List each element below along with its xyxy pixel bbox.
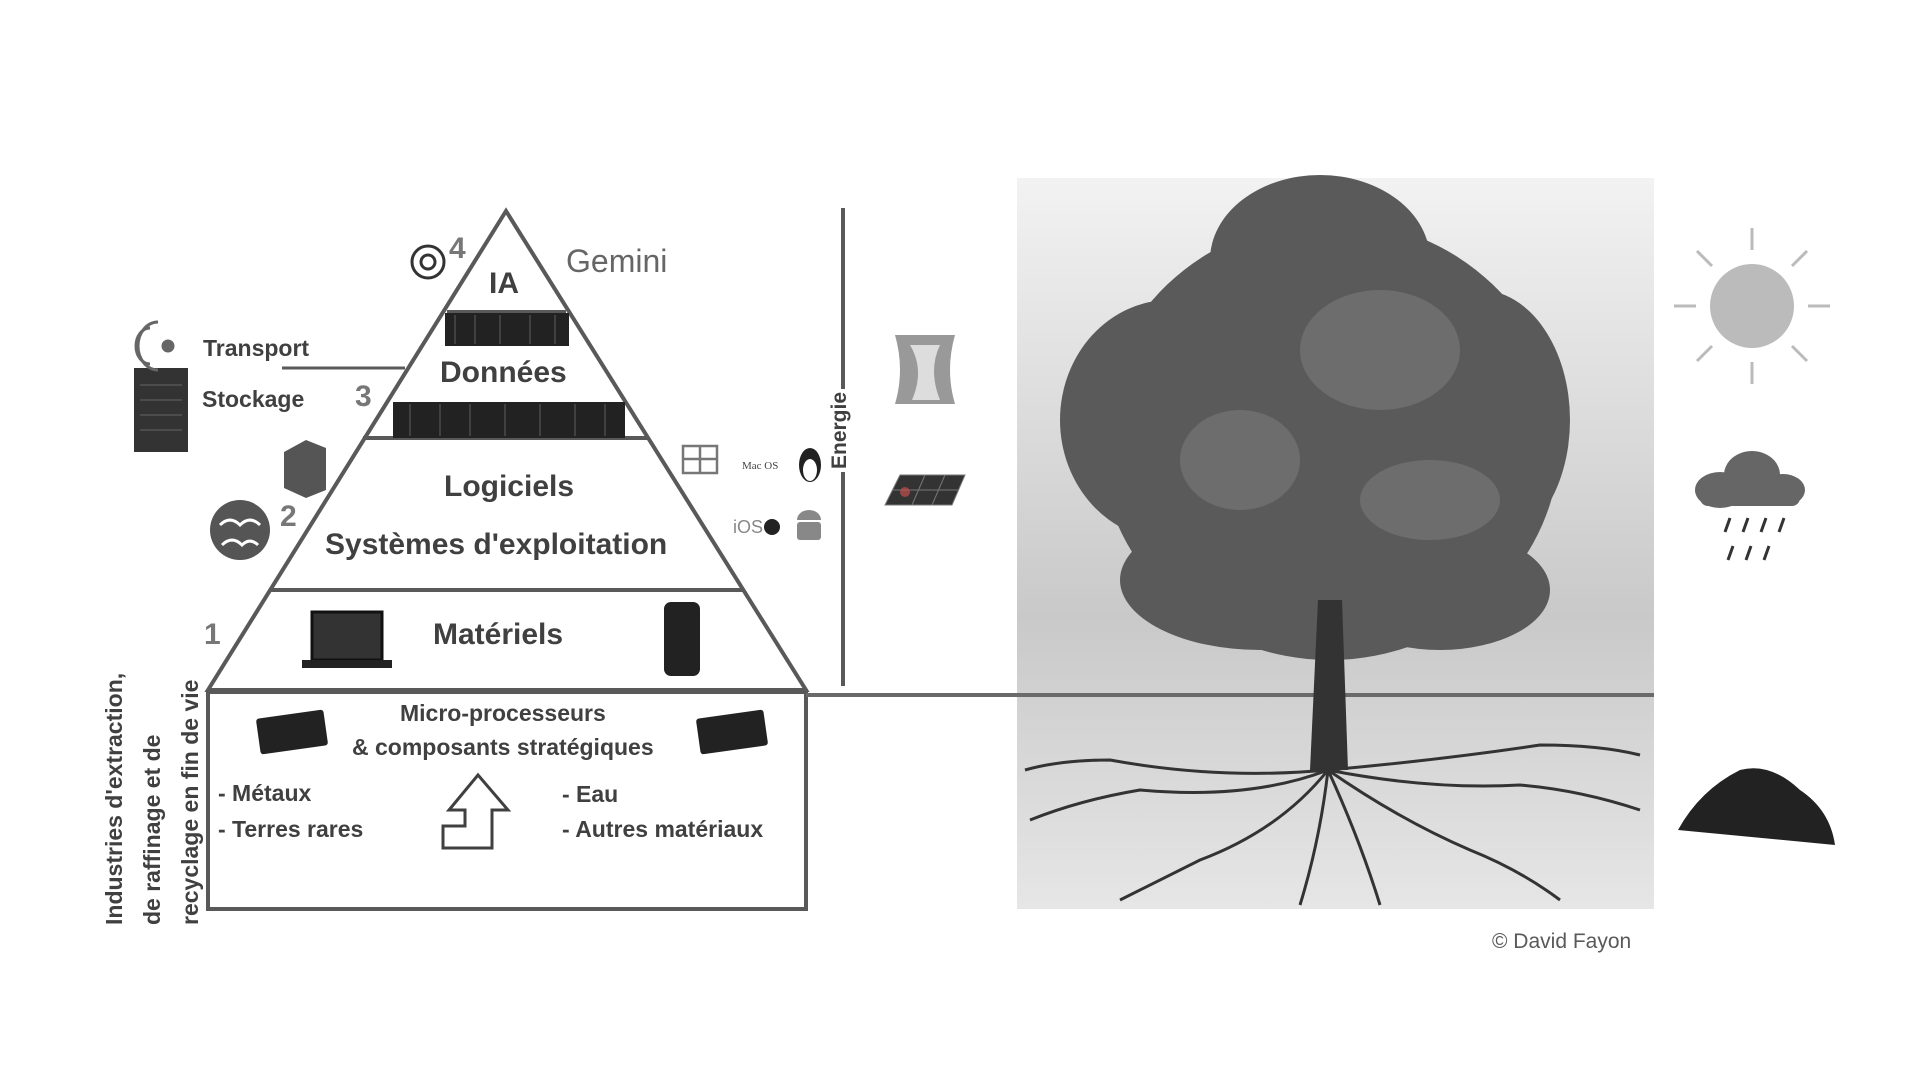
chip-icon-right (696, 709, 768, 755)
base-item-other-materials: - Autres matériaux (562, 816, 764, 842)
sun-icon (1674, 228, 1830, 384)
apple-icon (764, 519, 780, 535)
ios-label: iOS (733, 517, 764, 537)
level-label-ia: IA (489, 267, 519, 300)
openai-icon (410, 244, 446, 280)
base-item-rare-earths: - Terres rares (218, 816, 364, 842)
linux-icon (799, 448, 821, 482)
tree-trunk (1310, 600, 1348, 770)
chip-icon-left (256, 709, 328, 755)
tree-roots (1024, 743, 1641, 906)
level-label-hardware: Matériels (433, 618, 564, 651)
network-signal-icon (134, 320, 175, 372)
arrow-up-icon (441, 772, 512, 850)
level-number-2: 2 (280, 500, 297, 533)
data-strip-top (445, 313, 569, 346)
windows-icon (681, 444, 719, 475)
level-label-data: Données (440, 356, 567, 389)
base-item-metals: - Métaux (218, 780, 312, 806)
gemini-logo: Gemini (566, 243, 668, 279)
level-label-os: Systèmes d'exploitation (325, 528, 668, 561)
copyright: © David Fayon (1492, 930, 1632, 953)
android-icon (797, 510, 821, 540)
industry-side-label: Industries d'extraction, de raffinage et… (95, 673, 209, 925)
server-icon (134, 368, 188, 452)
level-number-1: 1 (204, 618, 221, 651)
transport-label: Transport (203, 335, 310, 361)
openoffice-icon (210, 500, 270, 560)
macos-label: Mac OS (742, 460, 779, 472)
laptop-icon (302, 610, 392, 668)
side-label-line2: de raffinage et de (139, 734, 165, 925)
soil-icon (1678, 768, 1835, 845)
storage-label: Stockage (202, 386, 305, 412)
base-title-line1: Micro-processeurs (400, 700, 606, 726)
solar-panel-icon (884, 474, 966, 506)
side-label-line3: recyclage en fin de vie (177, 679, 203, 925)
office-icon (284, 440, 326, 498)
level-number-4: 4 (449, 232, 466, 265)
data-strip-bottom (393, 402, 625, 438)
base-title-line2: & composants stratégiques (352, 734, 654, 760)
side-label-line1: Industries d'extraction, (101, 672, 127, 925)
energy-label: Energie (828, 388, 852, 472)
smartphone-icon (664, 602, 700, 676)
base-item-water: - Eau (562, 781, 619, 807)
level-label-software: Logiciels (444, 470, 575, 503)
level-number-3: 3 (355, 380, 372, 413)
rain-cloud-icon (1695, 451, 1805, 561)
